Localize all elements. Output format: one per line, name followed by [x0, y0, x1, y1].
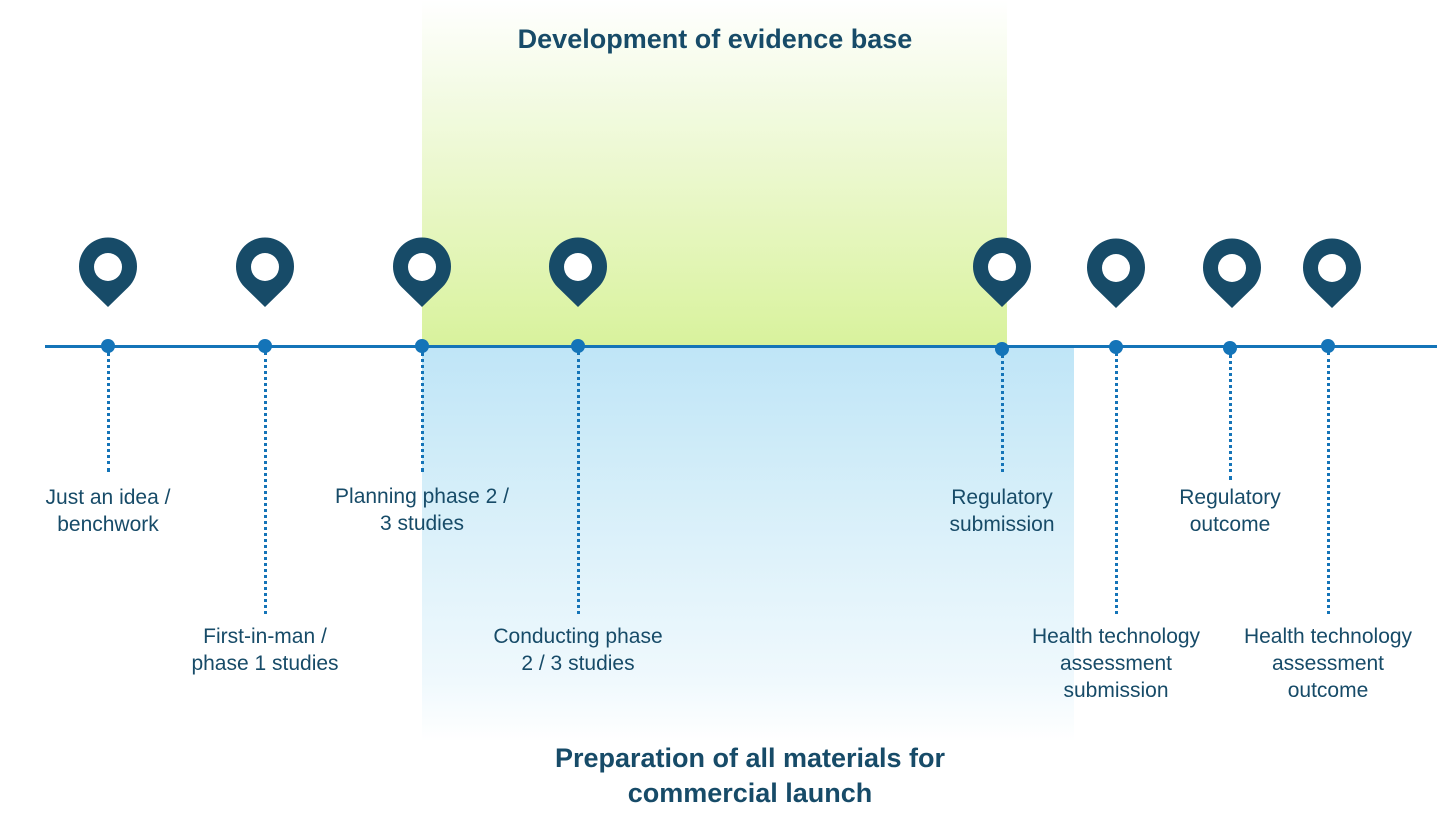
evidence-base-heading: Development of evidence base [517, 24, 913, 54]
milestone-label: Health technology assessment outcome [1243, 625, 1413, 702]
location-pin-icon [1302, 238, 1362, 310]
location-pin-icon [548, 237, 608, 309]
milestone-label: Just an idea / benchwork [45, 486, 171, 536]
timeline-axis [45, 345, 1437, 348]
milestone-label: Conducting phase 2 / 3 studies [493, 625, 663, 675]
milestone-connector [577, 352, 580, 614]
location-pin-icon [972, 237, 1032, 309]
milestone-dot [258, 339, 272, 353]
milestone-dot [571, 339, 585, 353]
milestone-dot [1109, 340, 1123, 354]
evidence-base-band [422, 0, 1007, 347]
milestone-connector [421, 352, 424, 472]
milestone-label: Planning phase 2 / 3 studies [335, 485, 509, 535]
milestone-label: Regulatory submission [949, 486, 1055, 536]
launch-preparation-heading: Preparation of all materials for commerc… [554, 743, 946, 808]
milestone-dot [1321, 339, 1335, 353]
milestone-connector [1229, 354, 1232, 480]
location-pin-icon [1202, 238, 1262, 310]
milestone-connector [107, 352, 110, 472]
milestone-dot [101, 339, 115, 353]
milestone-connector [264, 352, 267, 614]
milestone-connector [1327, 352, 1330, 614]
location-pin-icon [78, 237, 138, 309]
milestone-connector [1001, 355, 1004, 472]
location-pin-icon [392, 237, 452, 309]
milestone-dot [415, 339, 429, 353]
location-pin-icon [1086, 238, 1146, 310]
location-pin-icon [235, 237, 295, 309]
milestone-label: Health technology assessment submission [1031, 625, 1201, 702]
launch-preparation-band [422, 347, 1074, 742]
milestone-label: First-in-man / phase 1 studies [191, 625, 339, 675]
milestone-dot [1223, 341, 1237, 355]
milestone-connector [1115, 353, 1118, 614]
milestone-dot [995, 342, 1009, 356]
milestone-label: Regulatory outcome [1179, 486, 1281, 536]
